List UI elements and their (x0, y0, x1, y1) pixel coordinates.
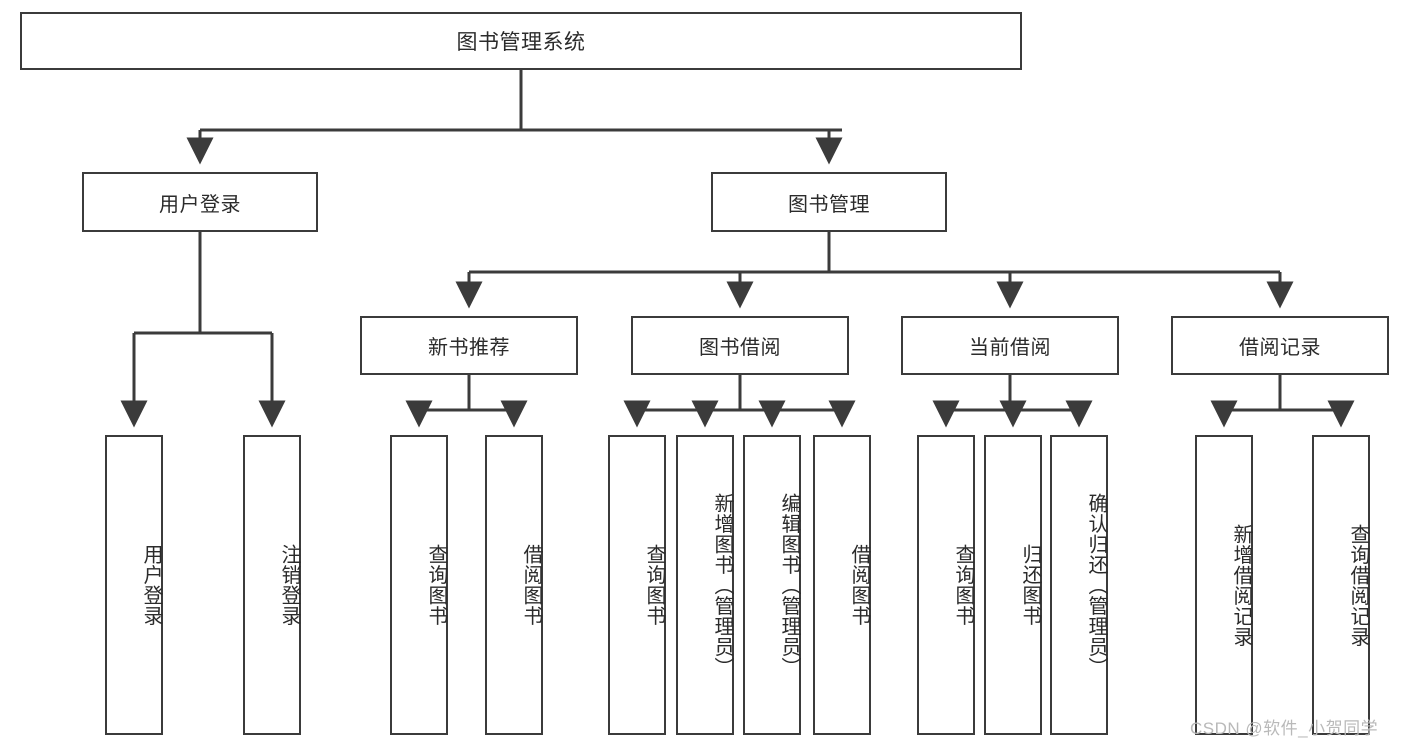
leaf-return-book[interactable]: 归还图书 (984, 435, 1042, 735)
leaf-query-book-1-label: 查询图书 (425, 544, 447, 626)
leaf-query-book-2[interactable]: 查询图书 (608, 435, 666, 735)
node-user-login[interactable]: 用户登录 (82, 172, 318, 232)
leaf-borrow-book-2-label: 借阅图书 (848, 544, 870, 626)
node-current-borrow-label: 当前借阅 (969, 337, 1051, 359)
node-borrow-record[interactable]: 借阅记录 (1171, 316, 1389, 375)
leaf-add-book-label: 新增图书（管理员） (711, 492, 733, 678)
leaf-edit-book-label: 编辑图书（管理员） (778, 492, 800, 678)
node-user-login-label: 用户登录 (159, 193, 241, 216)
leaf-query-book-2-label: 查询图书 (643, 544, 665, 626)
leaf-confirm-return[interactable]: 确认归还（管理员） (1050, 435, 1108, 735)
leaf-query-record-label: 查询借阅记录 (1347, 523, 1369, 647)
node-new-book-recommend-label: 新书推荐 (428, 337, 510, 359)
node-book-manage[interactable]: 图书管理 (711, 172, 947, 232)
node-book-manage-label: 图书管理 (788, 193, 870, 216)
leaf-add-book[interactable]: 新增图书（管理员） (676, 435, 734, 735)
leaf-query-book-3-label: 查询图书 (952, 544, 974, 626)
watermark: CSDN @软件_小贺同学 (1190, 719, 1379, 738)
leaf-logout[interactable]: 注销登录 (243, 435, 301, 735)
leaf-borrow-book-2[interactable]: 借阅图书 (813, 435, 871, 735)
leaf-confirm-return-label: 确认归还（管理员） (1085, 492, 1107, 678)
leaf-query-record[interactable]: 查询借阅记录 (1312, 435, 1370, 735)
leaf-return-book-label: 归还图书 (1019, 544, 1041, 626)
leaf-user-login[interactable]: 用户登录 (105, 435, 163, 735)
leaf-query-book-1[interactable]: 查询图书 (390, 435, 448, 735)
node-borrow-record-label: 借阅记录 (1239, 337, 1321, 359)
leaf-query-book-3[interactable]: 查询图书 (917, 435, 975, 735)
node-root-label: 图书管理系统 (456, 31, 586, 54)
leaf-borrow-book-1[interactable]: 借阅图书 (485, 435, 543, 735)
leaf-user-login-label: 用户登录 (140, 544, 162, 626)
leaf-borrow-book-1-label: 借阅图书 (520, 544, 542, 626)
node-root[interactable]: 图书管理系统 (20, 12, 1022, 70)
node-book-borrow[interactable]: 图书借阅 (631, 316, 849, 375)
leaf-add-record[interactable]: 新增借阅记录 (1195, 435, 1253, 735)
leaf-add-record-label: 新增借阅记录 (1230, 523, 1252, 647)
leaf-edit-book[interactable]: 编辑图书（管理员） (743, 435, 801, 735)
leaf-logout-label: 注销登录 (278, 544, 300, 626)
node-book-borrow-label: 图书借阅 (699, 337, 781, 359)
node-current-borrow[interactable]: 当前借阅 (901, 316, 1119, 375)
node-new-book-recommend[interactable]: 新书推荐 (360, 316, 578, 375)
